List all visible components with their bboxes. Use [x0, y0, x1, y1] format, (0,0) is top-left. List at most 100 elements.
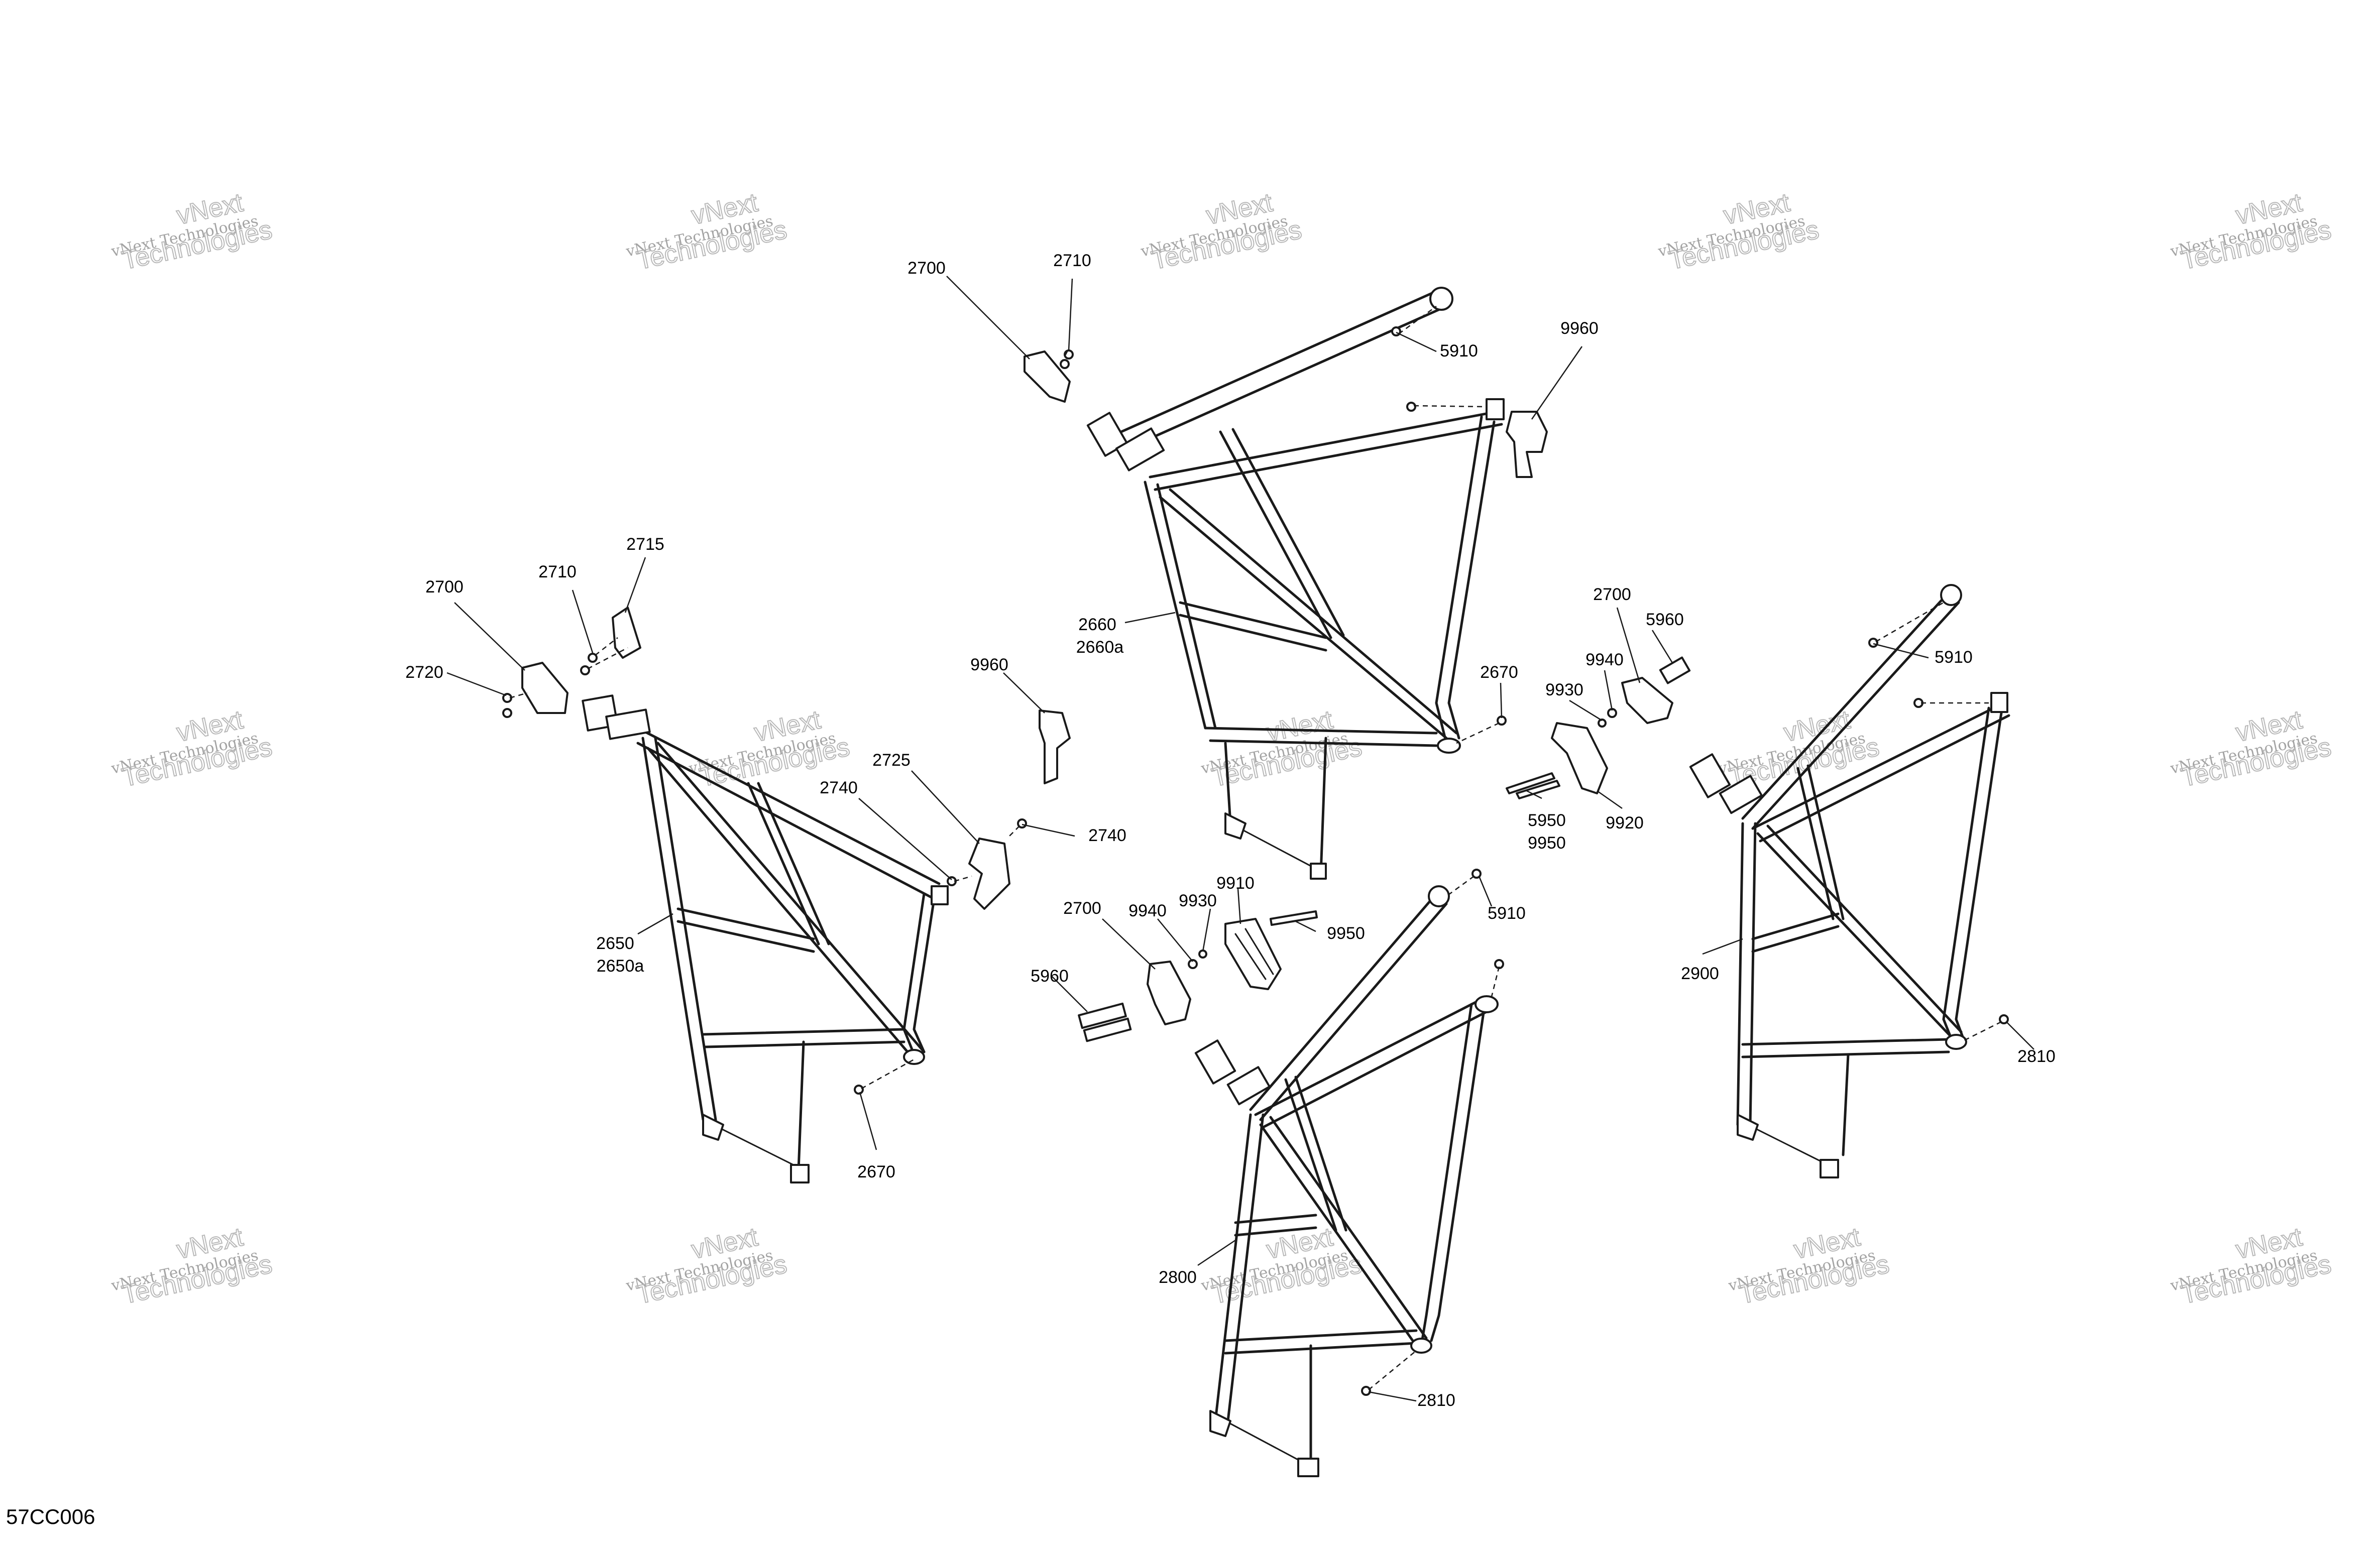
watermark-tile: vNext Technologies vNext Technologies	[1199, 704, 1365, 793]
frame-left-post	[1214, 1113, 1265, 1422]
frame-hinge-block	[1226, 1066, 1271, 1106]
bolt-5960-b	[1078, 1002, 1127, 1029]
callout-2810-bottom: 2810	[1417, 1391, 1455, 1410]
assembly-line	[954, 825, 1020, 882]
frame-top-mount	[1429, 287, 1453, 311]
bolt-9950-b	[1270, 910, 1318, 926]
leader-2710-b	[572, 589, 594, 653]
callout-5910-right: 5910	[1935, 648, 1973, 667]
frame-diagonal	[1756, 824, 1963, 1041]
assembly-line	[1060, 351, 1068, 365]
watermark-tile: vNext Technologies vNext Technologies	[2169, 187, 2334, 276]
handle-9960-middle	[1039, 709, 1071, 784]
bolt-5960-b2	[1083, 1017, 1132, 1042]
door-frame-left	[582, 694, 949, 1183]
door-frame-right	[1689, 584, 2010, 1178]
screw-5910-b	[1406, 402, 1416, 412]
frame-top-bar	[636, 727, 941, 900]
frame-left-post	[1144, 481, 1217, 730]
frame-bottom-strap	[1224, 1420, 1302, 1462]
hardware-group-right-center	[1506, 656, 1691, 799]
screw-2710-left	[588, 653, 598, 663]
frame-upper-mount	[1990, 692, 2008, 713]
callout-5960-right: 5960	[1646, 610, 1684, 629]
callout-2800: 2800	[1159, 1268, 1197, 1287]
leader-2700-b	[454, 602, 525, 671]
frame-mid-bar	[1179, 601, 1327, 652]
frame-hinge-block	[605, 708, 651, 740]
frame-diagonal	[1259, 1116, 1428, 1347]
frame-top-bar	[1108, 290, 1448, 453]
watermark-tile: vNext Technologies vNext Technologies	[624, 1222, 790, 1310]
hardware-group-lower-center	[1078, 910, 1318, 1042]
leader-2810-a	[2006, 1021, 2034, 1050]
frame-latch-block	[1194, 1039, 1236, 1085]
callout-5950: 5950	[1528, 811, 1566, 830]
leader-2650	[637, 913, 673, 935]
callout-2810-right: 2810	[2017, 1047, 2056, 1066]
leader-2725	[911, 770, 980, 844]
frame-right-post	[1420, 1003, 1486, 1347]
leader-2670-b	[859, 1092, 877, 1150]
bracket-2700-lower	[1147, 961, 1191, 1025]
callout-2720: 2720	[405, 663, 443, 682]
leader-9960-b	[1003, 672, 1045, 714]
washer-9940-b	[1188, 959, 1198, 969]
callout-2670-top: 2670	[1480, 663, 1518, 682]
screw-5910-right-a	[1868, 638, 1878, 648]
frame-left-post	[1736, 822, 1757, 1126]
assembly-line	[861, 1058, 915, 1090]
callout-2700-top: 2700	[908, 259, 946, 278]
frame-lower-mount	[903, 1049, 925, 1065]
frame-diagonal	[1159, 488, 1458, 740]
watermark-tile: vNext Technologies vNext Technologies	[624, 187, 790, 276]
leader-9940-b	[1157, 918, 1193, 962]
leader-2720	[446, 672, 507, 696]
frame-left-post	[641, 737, 717, 1121]
frame-low-bar	[1741, 1038, 1950, 1058]
frame-foot-mount	[702, 1114, 724, 1141]
handle-9960-middle-body	[1039, 709, 1071, 784]
leader-5910-a	[1396, 331, 1437, 352]
leader-2740-a	[1022, 823, 1075, 837]
leader-9910	[1237, 888, 1241, 924]
frame-hinge-block	[1719, 775, 1763, 814]
assembly-line	[1456, 722, 1500, 744]
frame-upper-mount	[1475, 995, 1499, 1013]
bracket-2700-right	[1621, 677, 1673, 724]
plate-2715	[612, 607, 641, 659]
callout-labels: 2700 2710 5910 9960 2700 2710 2715 2720 …	[405, 251, 2056, 1410]
door-frame-top-center	[1086, 287, 1505, 880]
frame-low-bar	[1224, 1329, 1418, 1355]
bracket-assembly-top	[1024, 349, 1074, 403]
frame-bottom-strap	[1747, 1124, 1829, 1166]
handle-9960-top	[1506, 411, 1548, 478]
callout-2740-left: 2740	[820, 778, 858, 797]
leader-5910-b	[1873, 643, 1929, 659]
watermark-tile: vNext Technologies vNext Technologies	[109, 704, 275, 793]
callout-5960-lower: 5960	[1031, 967, 1069, 986]
frame-top-mount	[1428, 885, 1450, 907]
callout-2700-left: 2700	[425, 577, 464, 597]
frame-lower-strap	[1842, 1053, 1850, 1156]
frame-foot-mount	[1310, 863, 1327, 880]
callout-2670-left: 2670	[857, 1162, 895, 1181]
callout-9930-right: 9930	[1545, 680, 1583, 699]
plate-9910-grille	[1234, 928, 1274, 980]
frame-mid-bar	[1234, 1214, 1317, 1237]
plate-9910	[1224, 918, 1282, 990]
leader-5960-b	[1052, 976, 1088, 1012]
bracket-2725-body	[968, 838, 1010, 910]
callout-9960-top: 9960	[1560, 319, 1599, 338]
leader-2700-d	[1102, 918, 1156, 970]
leader-9950-b	[1295, 920, 1316, 932]
leader-5950	[1526, 790, 1542, 799]
frame-lower-mount	[1410, 1338, 1432, 1354]
screw-2710-left	[580, 665, 590, 675]
leader-2900	[1702, 938, 1743, 955]
frame-mid-bar	[676, 907, 815, 953]
frame-mid-bar	[1751, 912, 1840, 953]
frame-foot-mount	[1297, 1458, 1319, 1477]
